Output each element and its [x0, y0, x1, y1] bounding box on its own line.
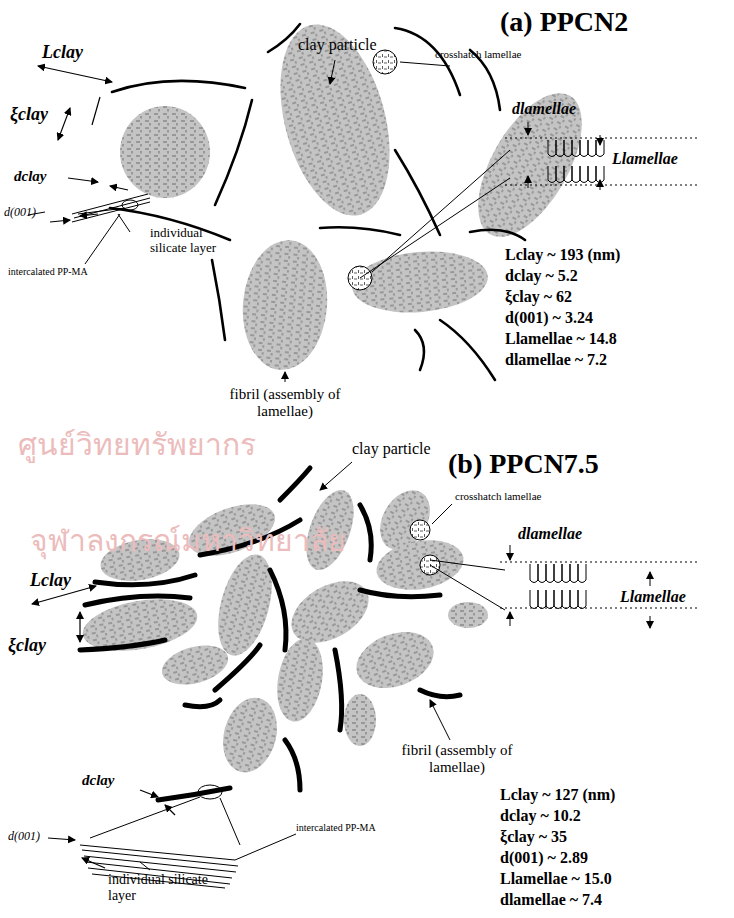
lamellae-folds-a	[548, 140, 604, 183]
label: ξclay ~ 62	[505, 288, 572, 306]
label: Llamellae	[612, 150, 678, 168]
label: dlamellae	[512, 100, 576, 118]
label: individual silicate layer	[108, 872, 218, 904]
panel-title: (a) PPCN2	[500, 6, 628, 38]
label: Lclay	[42, 42, 83, 63]
dimension-arrows-a	[38, 66, 128, 222]
label: Lclay ~ 193 (nm)	[505, 246, 620, 264]
label: clay particle	[352, 440, 431, 458]
label: dclay	[82, 772, 114, 789]
lamellae-fold	[548, 140, 604, 157]
label: dlamellae ~ 7.4	[500, 891, 602, 909]
lamellae-fold	[530, 590, 586, 609]
label: crosshatch lamellae	[435, 48, 521, 61]
label: Llamellae ~ 15.0	[500, 870, 612, 888]
silicate-zoom-a	[28, 194, 150, 264]
leader-lines-b	[320, 462, 700, 740]
clay-particles-a	[110, 24, 525, 380]
label: fibril (assembly of lamellae)	[200, 386, 370, 421]
lamellae-folds-b	[530, 564, 586, 609]
label: d(001)	[8, 830, 40, 844]
panel-title: (b) PPCN7.5	[448, 448, 599, 480]
crosshatch-circles-b	[410, 520, 440, 575]
label: individual silicate layer	[150, 226, 240, 256]
leader-lines-a	[285, 60, 700, 382]
label: ξclay ~ 35	[500, 828, 567, 846]
label: Llamellae ~ 14.8	[505, 330, 617, 348]
dimension-arrows-b	[32, 586, 175, 868]
label: ξclay	[8, 635, 46, 656]
lamellae-fold	[530, 564, 586, 583]
label: clay particle	[298, 36, 377, 54]
lamellae-fold	[548, 166, 604, 183]
label: dlamellae	[518, 525, 582, 543]
label: dclay ~ 5.2	[505, 267, 578, 285]
label: fibril (assembly of lamellae)	[372, 742, 542, 777]
label: Llamellae	[620, 588, 686, 606]
label: d(001)	[4, 206, 36, 220]
label: d(001) ~ 3.24	[505, 309, 593, 327]
label: Lclay	[30, 570, 71, 591]
label: ξclay	[10, 104, 48, 125]
label: crosshatch lamellae	[455, 490, 541, 503]
crosshatch-circles-a	[348, 50, 397, 290]
label: dclay ~ 10.2	[500, 807, 581, 825]
label: intercalated PP-MA	[296, 822, 376, 834]
fibrils-a	[120, 12, 603, 373]
label: dlamellae ~ 7.2	[505, 351, 607, 369]
label: d(001) ~ 2.89	[500, 849, 588, 867]
label: intercalated PP-MA	[8, 266, 88, 278]
label: dclay	[14, 168, 46, 185]
label: Lclay ~ 127 (nm)	[500, 786, 615, 804]
watermark: ศูนย์วิทยทรัพยากร	[18, 428, 256, 463]
watermark: จุฬาลงกรณ์มหาวิทยาลัย	[30, 524, 346, 559]
